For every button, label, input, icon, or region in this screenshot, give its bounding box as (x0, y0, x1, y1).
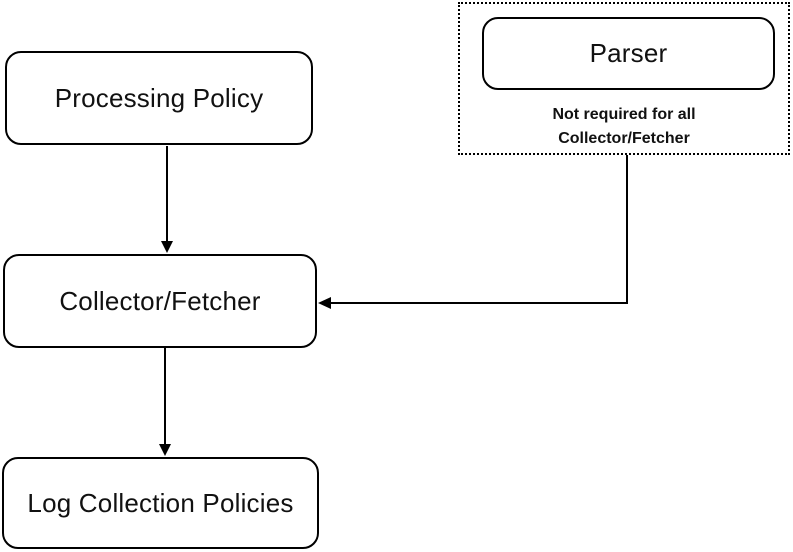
node-processing-policy: Processing Policy (5, 51, 313, 145)
parser-note: Not required for all Collector/Fetcher (460, 103, 788, 151)
arrowhead-left-icon (318, 297, 331, 309)
node-log-collection-policies-label: Log Collection Policies (27, 487, 294, 518)
node-log-collection-policies: Log Collection Policies (2, 457, 319, 549)
parser-group: Parser Not required for all Collector/Fe… (458, 2, 790, 155)
node-collector-fetcher-label: Collector/Fetcher (59, 285, 261, 316)
parser-note-line1: Not required for all (552, 106, 696, 123)
node-parser: Parser (482, 17, 775, 90)
parser-note-line2: Collector/Fetcher (558, 130, 690, 147)
arrowhead-down-icon (161, 241, 173, 253)
node-processing-policy-label: Processing Policy (54, 82, 264, 113)
node-collector-fetcher: Collector/Fetcher (3, 254, 317, 348)
node-parser-label: Parser (589, 38, 668, 68)
edge-parser-to-collector (330, 155, 628, 304)
arrowhead-down-icon (159, 444, 171, 456)
